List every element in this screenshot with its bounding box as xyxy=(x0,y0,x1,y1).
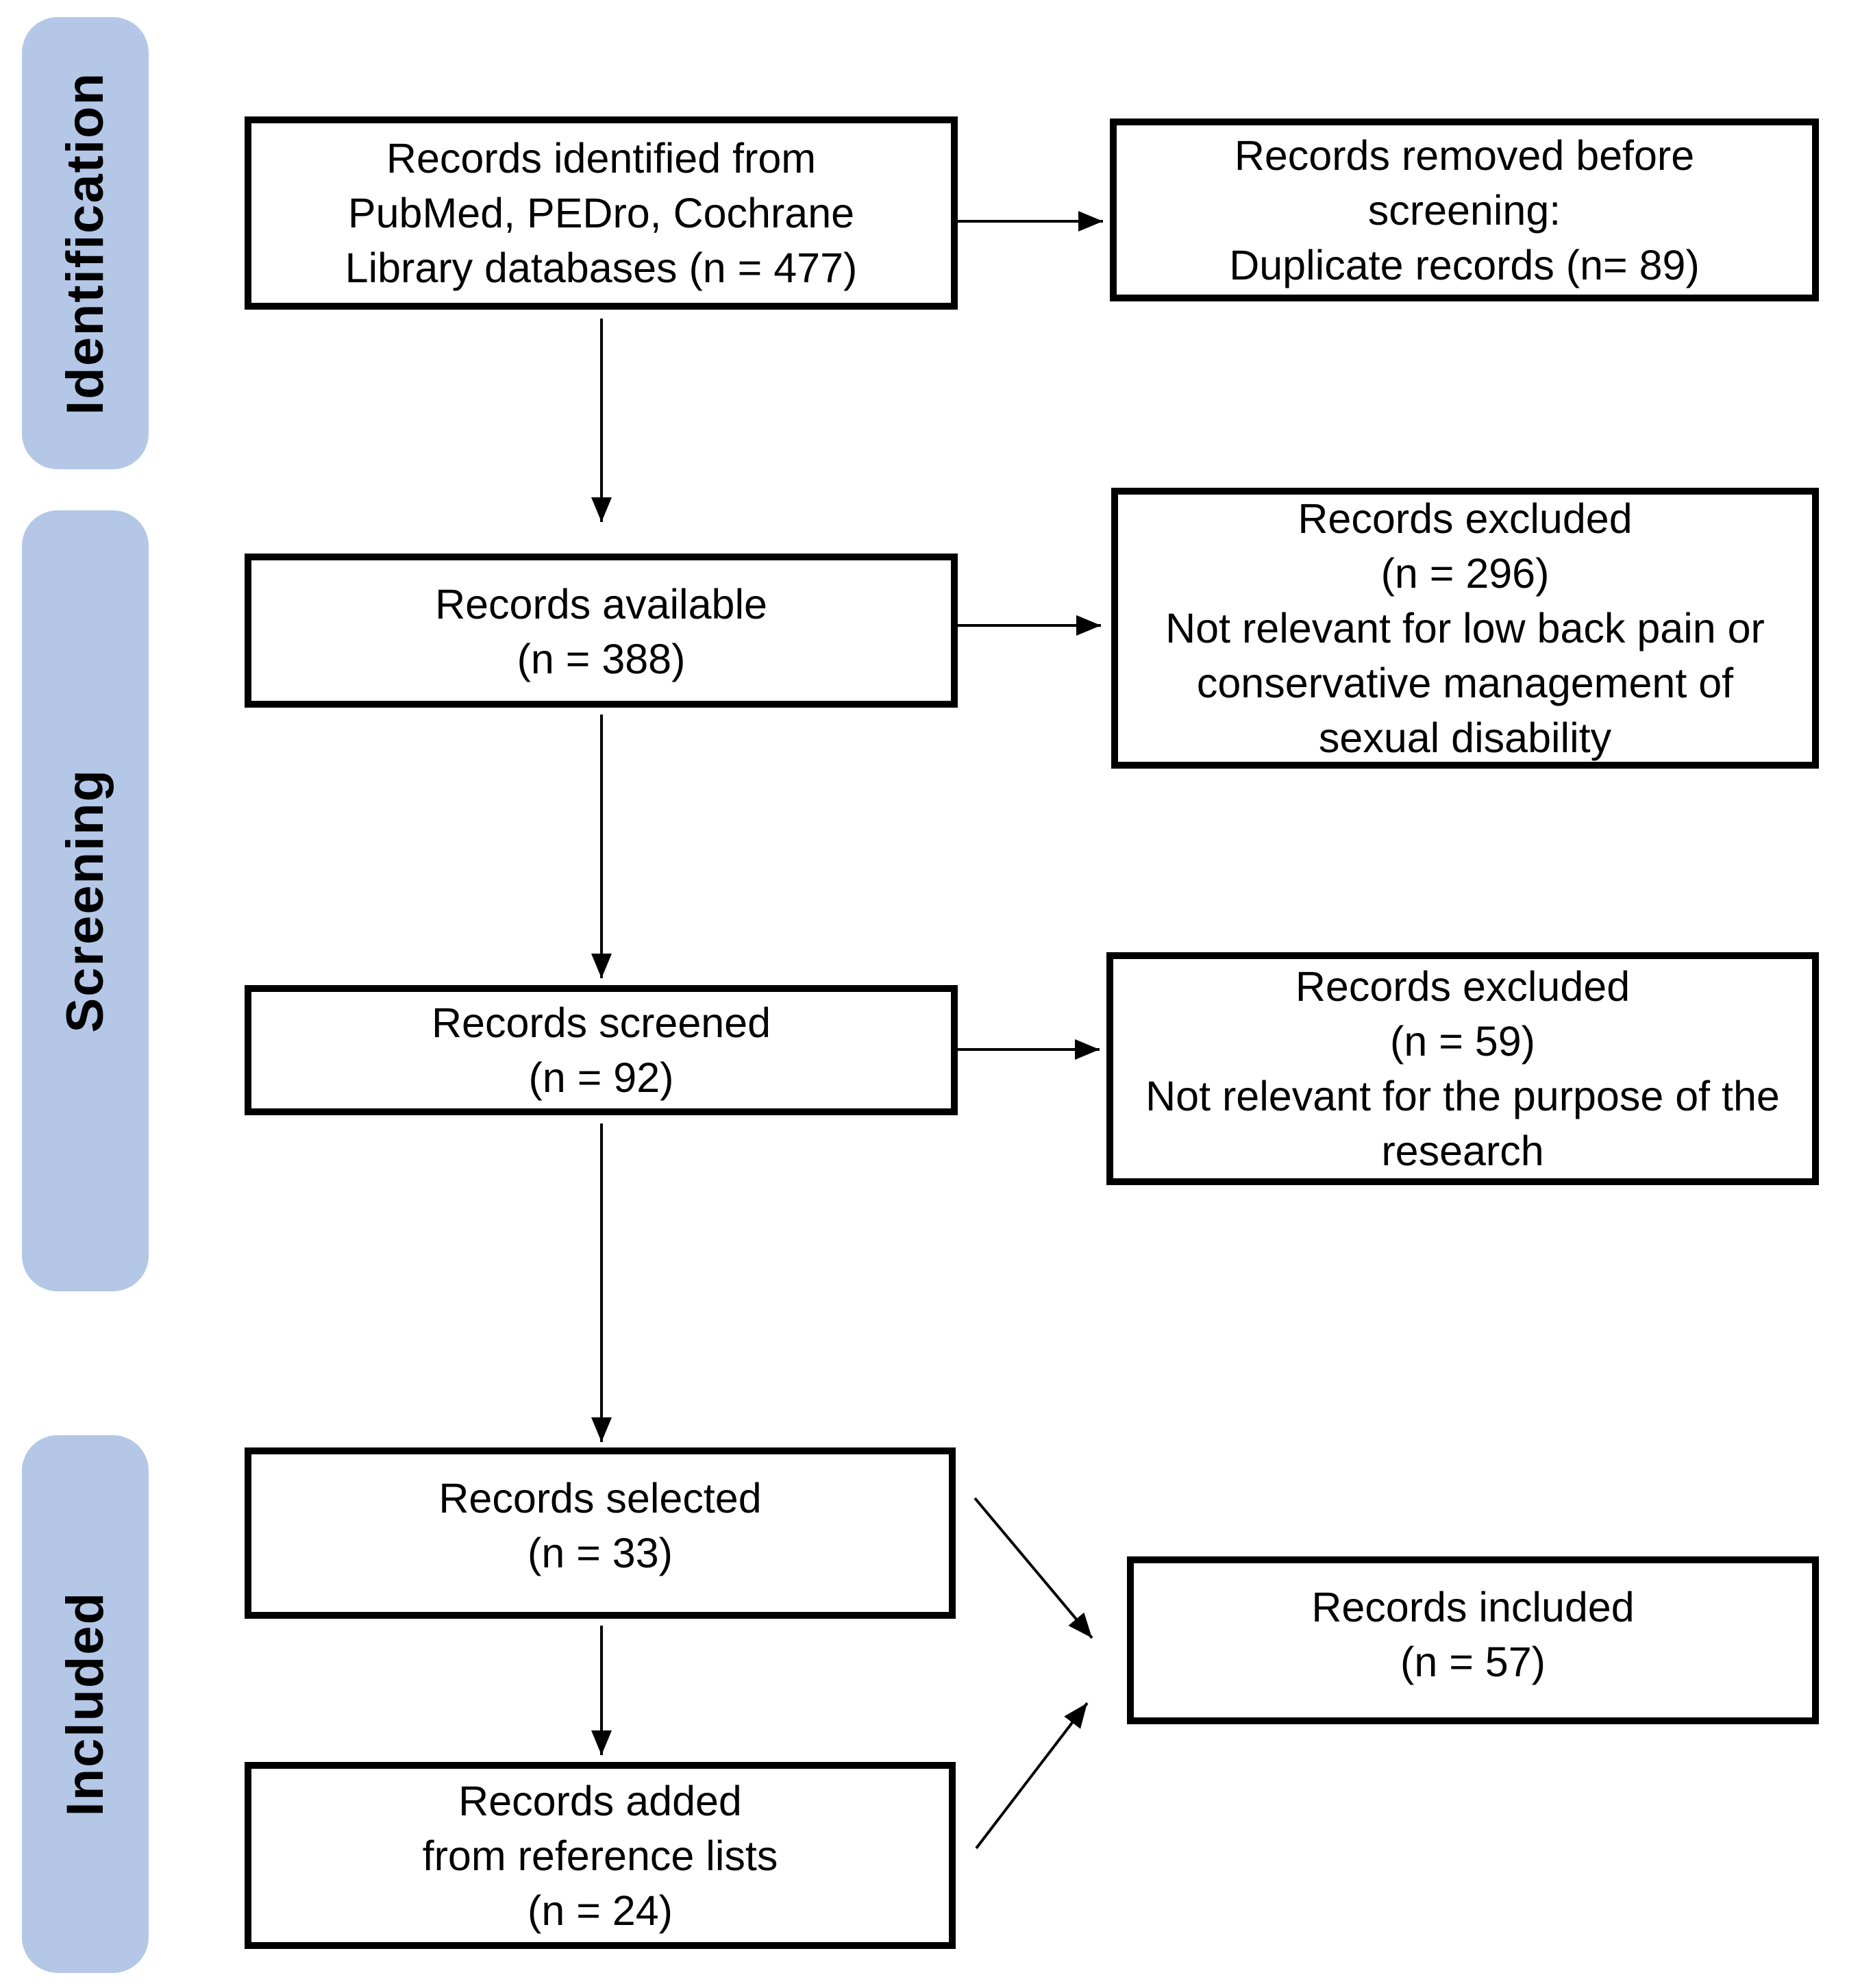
box-records-screened: Records screened (n = 92) xyxy=(245,985,958,1115)
stage-label-text: Identification xyxy=(56,71,114,415)
stage-label-identification: Identification xyxy=(22,17,149,469)
box-text-line: (n = 388) xyxy=(517,636,686,682)
box-text-line: (n = 296) xyxy=(1380,550,1550,597)
box-text-line: Records identified from xyxy=(386,135,817,182)
box-text-line: Records included xyxy=(1311,1584,1635,1630)
box-text-line: (n = 92) xyxy=(528,1054,674,1101)
arrow-added-to-included xyxy=(975,1702,1089,1850)
box-text-line: Records available xyxy=(435,581,767,628)
box-text-line: Records added xyxy=(458,1777,742,1824)
box-records-excluded-screening: Records excluded (n = 296) Not relevant … xyxy=(1111,488,1819,769)
box-records-added-reference-lists: Records added from reference lists (n = … xyxy=(245,1762,956,1949)
box-records-removed-before-screening: Records removed before screening: Duplic… xyxy=(1110,119,1819,301)
box-records-selected: Records selected (n = 33) xyxy=(245,1447,956,1619)
box-text-line: (n = 33) xyxy=(528,1530,673,1576)
box-text-line: (n = 24) xyxy=(528,1887,673,1934)
stage-label-text: Included xyxy=(56,1591,114,1817)
box-text-line: Records removed before xyxy=(1234,132,1695,179)
box-records-identified: Records identified from PubMed, PEDro, C… xyxy=(245,116,958,310)
box-text-line: Not relevant for low back pain or xyxy=(1165,605,1765,651)
stage-label-included: Included xyxy=(22,1435,149,1973)
box-records-available: Records available (n = 388) xyxy=(245,554,958,708)
box-records-included: Records included (n = 57) xyxy=(1127,1556,1819,1724)
box-text-line: (n = 59) xyxy=(1390,1018,1535,1065)
stage-label-screening: Screening xyxy=(22,510,149,1291)
box-text-line: Records excluded xyxy=(1295,963,1630,1010)
box-text-line: Records screened xyxy=(431,999,771,1046)
box-text-line: screening: xyxy=(1367,186,1561,234)
box-text-line: Duplicate records (n= 89) xyxy=(1229,241,1700,288)
box-text-line: Records excluded xyxy=(1298,495,1633,542)
box-records-excluded-purpose: Records excluded (n = 59) Not relevant f… xyxy=(1106,952,1819,1185)
box-text-line: Records selected xyxy=(438,1475,762,1521)
arrow-selected-to-included xyxy=(974,1497,1093,1639)
box-text-line: PubMed, PEDro, Cochrane xyxy=(347,190,855,236)
box-text-line: (n = 57) xyxy=(1400,1639,1546,1685)
box-text-line: Not relevant for the purpose of the xyxy=(1145,1073,1780,1119)
stage-label-text: Screening xyxy=(56,769,114,1033)
box-text-line: sexual disability xyxy=(1318,715,1612,761)
box-text-line: conservative management of xyxy=(1196,660,1734,706)
box-text-line: Library databases (n = 477) xyxy=(345,245,858,291)
box-text-line: from reference lists xyxy=(422,1832,778,1879)
box-text-line: research xyxy=(1381,1128,1544,1174)
